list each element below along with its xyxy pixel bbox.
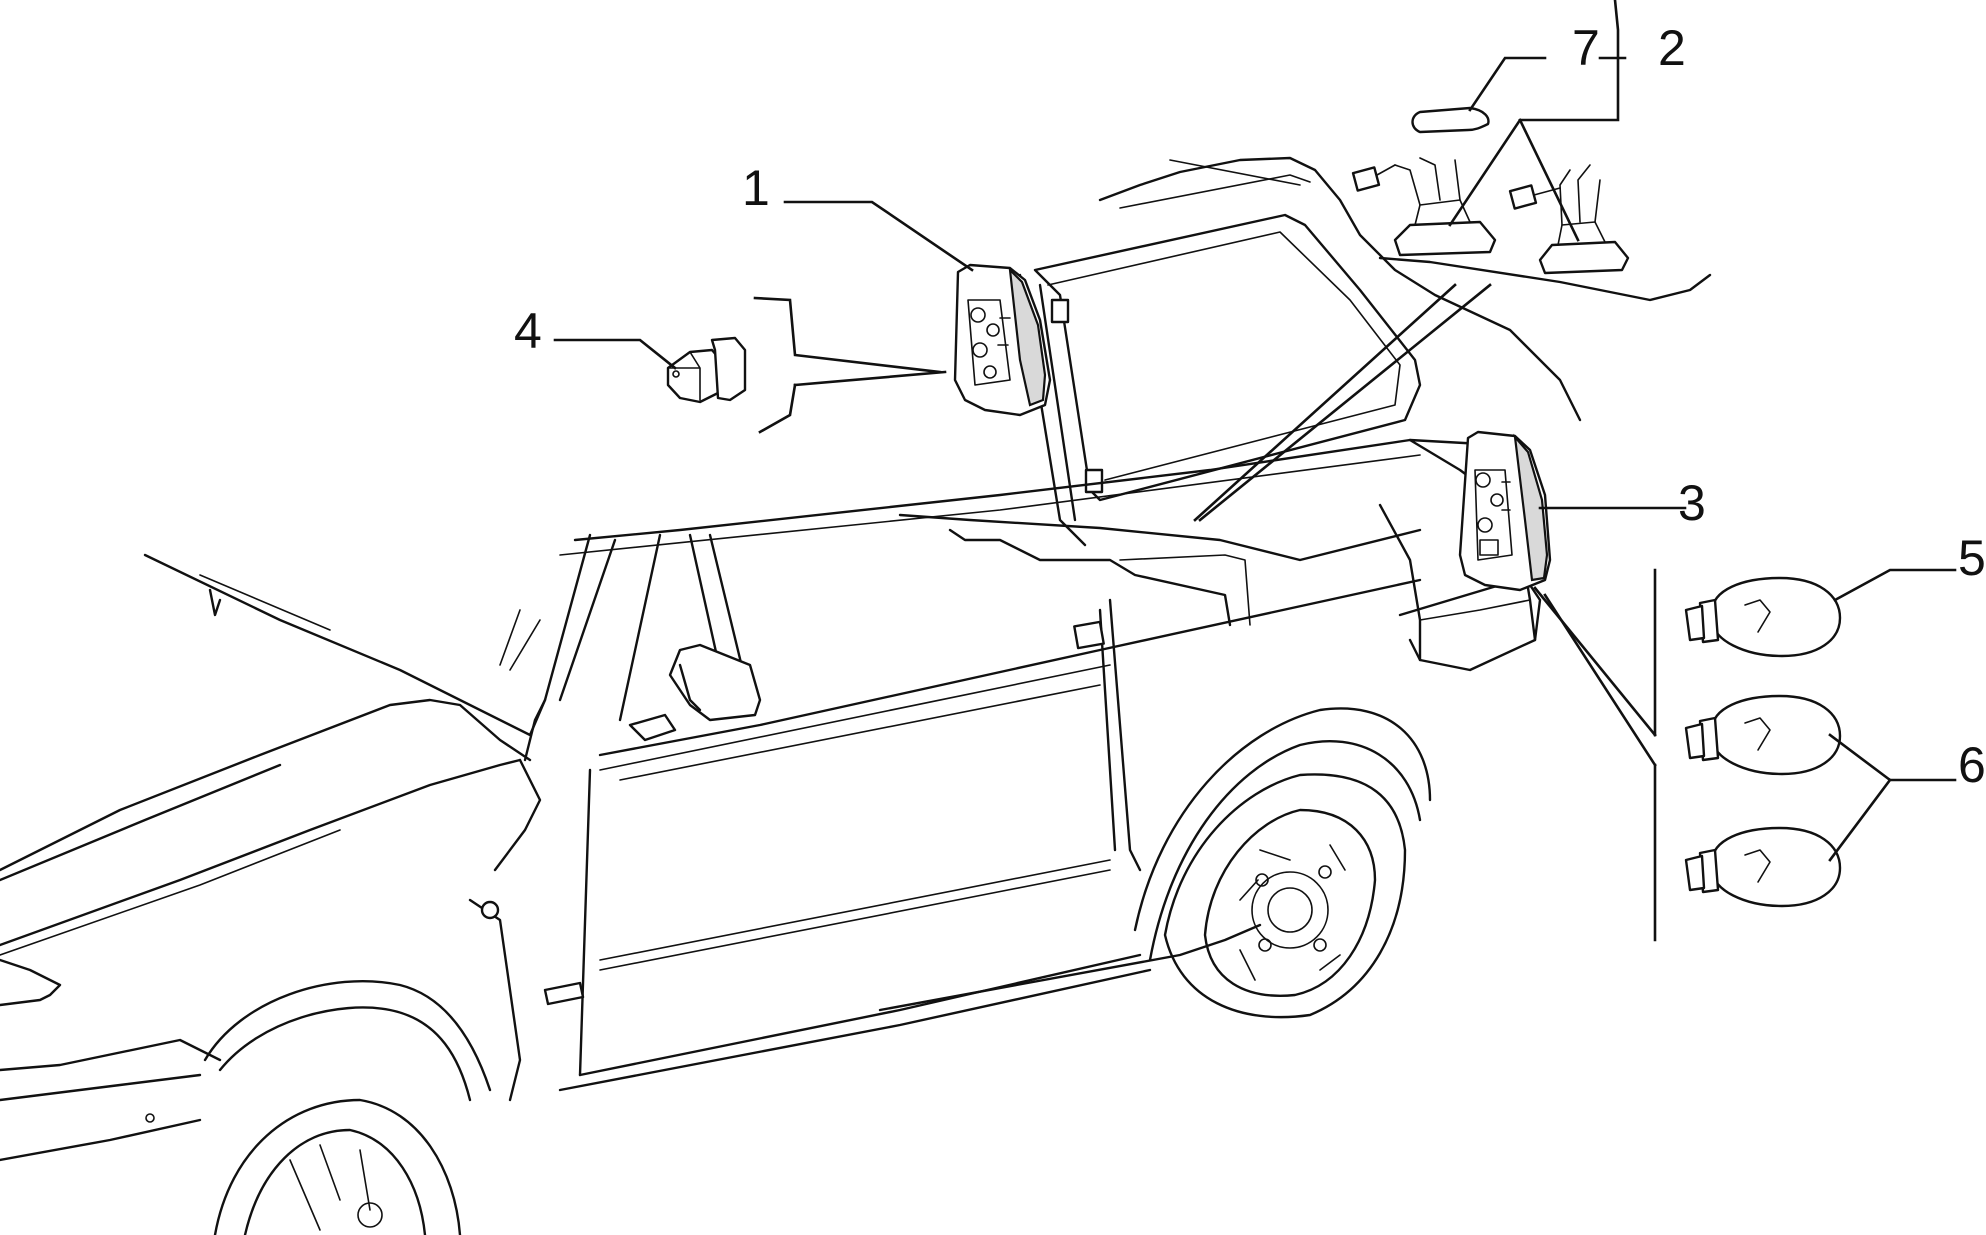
bulb-part-6-upper: [1684, 694, 1842, 776]
callout-1: 1: [742, 160, 770, 216]
car-body-drawing: [0, 156, 1582, 1235]
leader-lines: [553, 0, 1957, 942]
callout-5: 5: [1958, 530, 1986, 586]
callout-2: 2: [1658, 20, 1686, 76]
rear-lamp-part-1: [953, 263, 1052, 417]
callout-6: 6: [1958, 737, 1986, 793]
rear-lamp-part-3: [1458, 430, 1552, 592]
bulb-part-6-lower: [1684, 826, 1842, 908]
licence-plate-lamps-part-2: [1351, 157, 1712, 302]
bulb-part-5: [1684, 576, 1842, 658]
callout-4: 4: [514, 303, 542, 359]
callout-7: 7: [1572, 20, 1600, 76]
festoon-bulb-part-7: [1411, 106, 1490, 134]
bulb-holder-part-4: [666, 336, 747, 404]
callout-labels: 1 2 3 4 5 6 7: [514, 20, 1986, 793]
callout-3: 3: [1678, 475, 1706, 531]
